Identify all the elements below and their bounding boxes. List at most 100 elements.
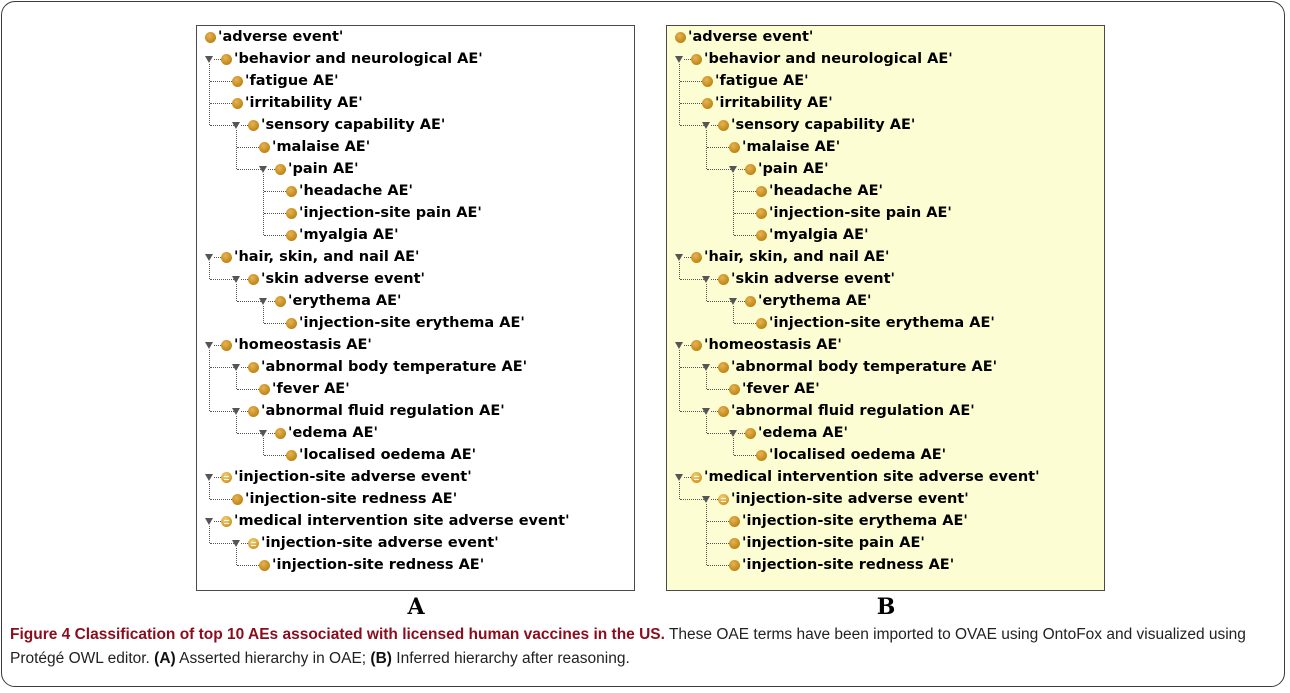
tree-node-label[interactable]: 'hair, skin, and nail AE' xyxy=(704,249,890,265)
tree-node-label[interactable]: 'behavior and neurological AE' xyxy=(234,51,483,67)
tree-node-label[interactable]: 'injection-site erythema AE' xyxy=(769,315,995,331)
expand-toggle-icon[interactable] xyxy=(232,122,240,129)
tree-connector xyxy=(707,521,733,522)
expand-toggle-icon[interactable] xyxy=(259,166,267,173)
class-icon xyxy=(248,274,259,285)
tree-connector xyxy=(263,174,264,235)
tree-connector xyxy=(733,306,734,323)
expand-toggle-icon[interactable] xyxy=(702,122,710,129)
tree-node-label[interactable]: 'irritability AE' xyxy=(245,95,363,111)
expand-toggle-icon[interactable] xyxy=(702,276,710,283)
class-icon xyxy=(232,98,243,109)
tree-connector xyxy=(263,306,264,323)
tree-node-label[interactable]: 'headache AE' xyxy=(769,183,883,199)
tree-node-label[interactable]: 'homeostasis AE' xyxy=(234,337,372,353)
tree-node-label[interactable]: 'sensory capability AE' xyxy=(261,117,446,133)
defined-class-icon xyxy=(221,472,232,483)
tree-node-label[interactable]: 'edema AE' xyxy=(758,425,848,441)
caption-text-a: Asserted hierarchy in OAE; xyxy=(179,650,367,667)
tree-connector xyxy=(734,191,760,192)
expand-toggle-icon[interactable] xyxy=(232,540,240,547)
expand-toggle-icon[interactable] xyxy=(205,342,213,349)
tree-node-label[interactable]: 'hair, skin, and nail AE' xyxy=(234,249,420,265)
tree-node-label[interactable]: 'erythema AE' xyxy=(758,293,872,309)
expand-toggle-icon[interactable] xyxy=(729,166,737,173)
tree-node-label[interactable]: 'injection-site pain AE' xyxy=(769,205,952,221)
tree-node-label[interactable]: 'abnormal body temperature AE' xyxy=(261,359,528,375)
tree-node-label[interactable]: 'edema AE' xyxy=(288,425,378,441)
expand-toggle-icon[interactable] xyxy=(232,408,240,415)
expand-toggle-icon[interactable] xyxy=(232,276,240,283)
class-icon xyxy=(729,384,740,395)
panel-label-a: A xyxy=(407,594,425,620)
tree-node-label[interactable]: 'localised oedema AE' xyxy=(299,447,477,463)
expand-toggle-icon[interactable] xyxy=(205,518,213,525)
expand-toggle-icon[interactable] xyxy=(205,254,213,261)
tree-node-label[interactable]: 'injection-site erythema AE' xyxy=(742,513,968,529)
tree-node-label[interactable]: 'injection-site redness AE' xyxy=(742,557,955,573)
tree-node-label[interactable]: 'adverse event' xyxy=(688,29,814,45)
tree-node-label[interactable]: 'erythema AE' xyxy=(288,293,402,309)
expand-toggle-icon[interactable] xyxy=(729,298,737,305)
tree-node-label[interactable]: 'irritability AE' xyxy=(715,95,833,111)
expand-toggle-icon[interactable] xyxy=(729,430,737,437)
tree-connector xyxy=(679,482,680,499)
tree-node-label[interactable]: 'medical intervention site adverse event… xyxy=(234,513,570,529)
tree-node-label[interactable]: 'sensory capability AE' xyxy=(731,117,916,133)
class-icon xyxy=(286,318,297,329)
tree-node-label[interactable]: 'skin adverse event' xyxy=(261,271,425,287)
expand-toggle-icon[interactable] xyxy=(675,254,683,261)
tree-node-label[interactable]: 'abnormal body temperature AE' xyxy=(731,359,998,375)
tree-connector xyxy=(236,130,237,169)
tree-node-label[interactable]: 'pain AE' xyxy=(288,161,359,177)
tree-node-label[interactable]: 'injection-site pain AE' xyxy=(742,535,925,551)
tree-node-label[interactable]: 'pain AE' xyxy=(758,161,829,177)
expand-toggle-icon[interactable] xyxy=(675,56,683,63)
tree-node-label[interactable]: 'injection-site adverse event' xyxy=(234,469,472,485)
tree-node-label[interactable]: 'injection-site pain AE' xyxy=(299,205,482,221)
expand-toggle-icon[interactable] xyxy=(675,342,683,349)
tree-node-label[interactable]: 'injection-site erythema AE' xyxy=(299,315,525,331)
tree-node-label[interactable]: 'medical intervention site adverse event… xyxy=(704,469,1040,485)
tree-connector xyxy=(214,521,221,522)
tree-node-label[interactable]: 'behavior and neurological AE' xyxy=(704,51,953,67)
tree-connector xyxy=(707,301,733,302)
expand-toggle-icon[interactable] xyxy=(702,364,710,371)
tree-node-label[interactable]: 'malaise AE' xyxy=(742,139,841,155)
tree-node-label[interactable]: 'fatigue AE' xyxy=(245,73,339,89)
class-icon xyxy=(286,186,297,197)
tree-connector xyxy=(707,389,733,390)
expand-toggle-icon[interactable] xyxy=(259,298,267,305)
tree-node-label[interactable]: 'skin adverse event' xyxy=(731,271,895,287)
expand-toggle-icon[interactable] xyxy=(702,408,710,415)
tree-node-label[interactable]: 'myalgia AE' xyxy=(299,227,399,243)
tree-node-label[interactable]: 'injection-site redness AE' xyxy=(245,491,458,507)
tree-node-label[interactable]: 'headache AE' xyxy=(299,183,413,199)
expand-toggle-icon[interactable] xyxy=(675,474,683,481)
tree-node-label[interactable]: 'fever AE' xyxy=(742,381,820,397)
expand-toggle-icon[interactable] xyxy=(702,496,710,503)
expand-toggle-icon[interactable] xyxy=(205,56,213,63)
tree-node-label[interactable]: 'fever AE' xyxy=(272,381,350,397)
expand-toggle-icon[interactable] xyxy=(205,474,213,481)
tree-node-label[interactable]: 'injection-site adverse event' xyxy=(261,535,499,551)
tree-node-label[interactable]: 'homeostasis AE' xyxy=(704,337,842,353)
tree-connector xyxy=(241,367,248,368)
tree-connector xyxy=(738,433,745,434)
tree-connector xyxy=(268,433,275,434)
tree-connector xyxy=(236,548,237,565)
tree-node-label[interactable]: 'localised oedema AE' xyxy=(769,447,947,463)
tree-node-label[interactable]: 'fatigue AE' xyxy=(715,73,809,89)
tree-node-label[interactable]: 'malaise AE' xyxy=(272,139,371,155)
expand-toggle-icon[interactable] xyxy=(259,430,267,437)
tree-node-label[interactable]: 'injection-site redness AE' xyxy=(272,557,485,573)
class-icon xyxy=(205,32,216,43)
expand-toggle-icon[interactable] xyxy=(232,364,240,371)
tree-node-label[interactable]: 'abnormal fluid regulation AE' xyxy=(731,403,975,419)
tree-connector xyxy=(679,262,680,279)
tree-node-label[interactable]: 'injection-site adverse event' xyxy=(731,491,969,507)
tree-node-label[interactable]: 'adverse event' xyxy=(218,29,344,45)
tree-connector xyxy=(711,499,718,500)
tree-node-label[interactable]: 'abnormal fluid regulation AE' xyxy=(261,403,505,419)
tree-node-label[interactable]: 'myalgia AE' xyxy=(769,227,869,243)
